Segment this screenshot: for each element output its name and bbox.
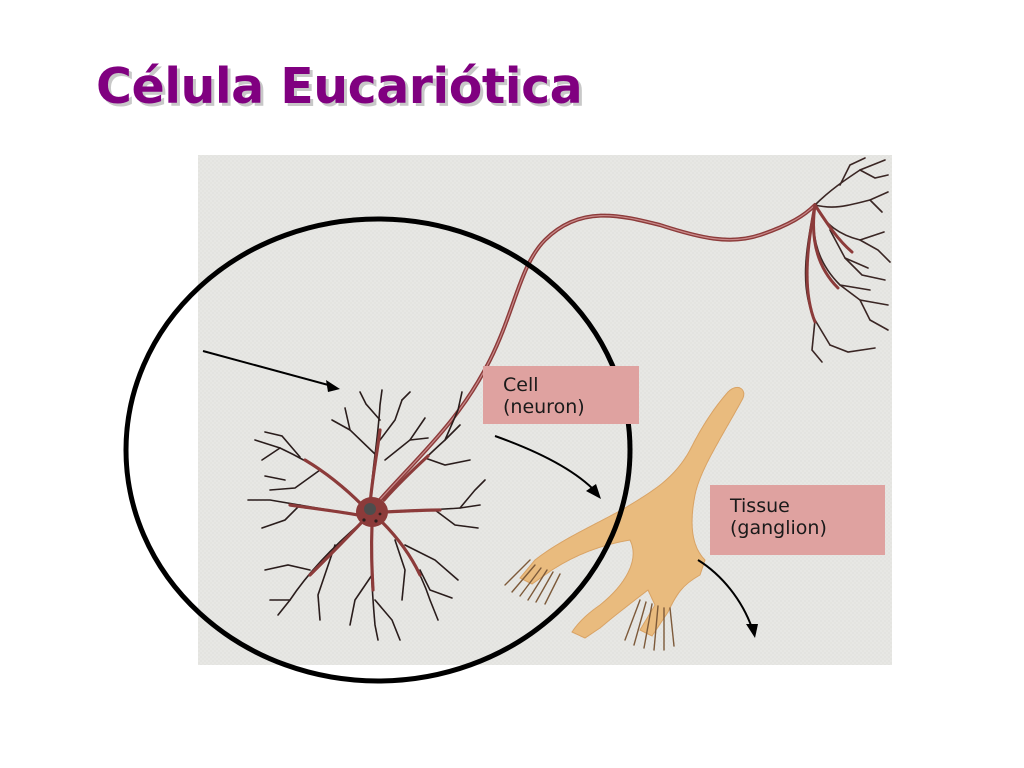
arrow-to-cell [202,350,340,392]
cell-label-line1: Cell [503,374,539,396]
tissue-label-line2: (ganglion) [730,517,827,539]
highlight-circle [123,216,633,684]
cell-label: Cell (neuron) [483,366,639,424]
ganglion-tissue [504,387,745,651]
cell-body [356,497,388,527]
arrow-tissue-down [697,559,758,638]
arrow-cell-to-tissue [494,435,601,499]
tissue-label: Tissue (ganglion) [710,485,885,555]
tissue-label-line1: Tissue [730,495,790,517]
dendrite-trunks [288,428,442,592]
slide-title: Célula Eucariótica [96,58,583,115]
cell-label-line2: (neuron) [503,396,585,418]
